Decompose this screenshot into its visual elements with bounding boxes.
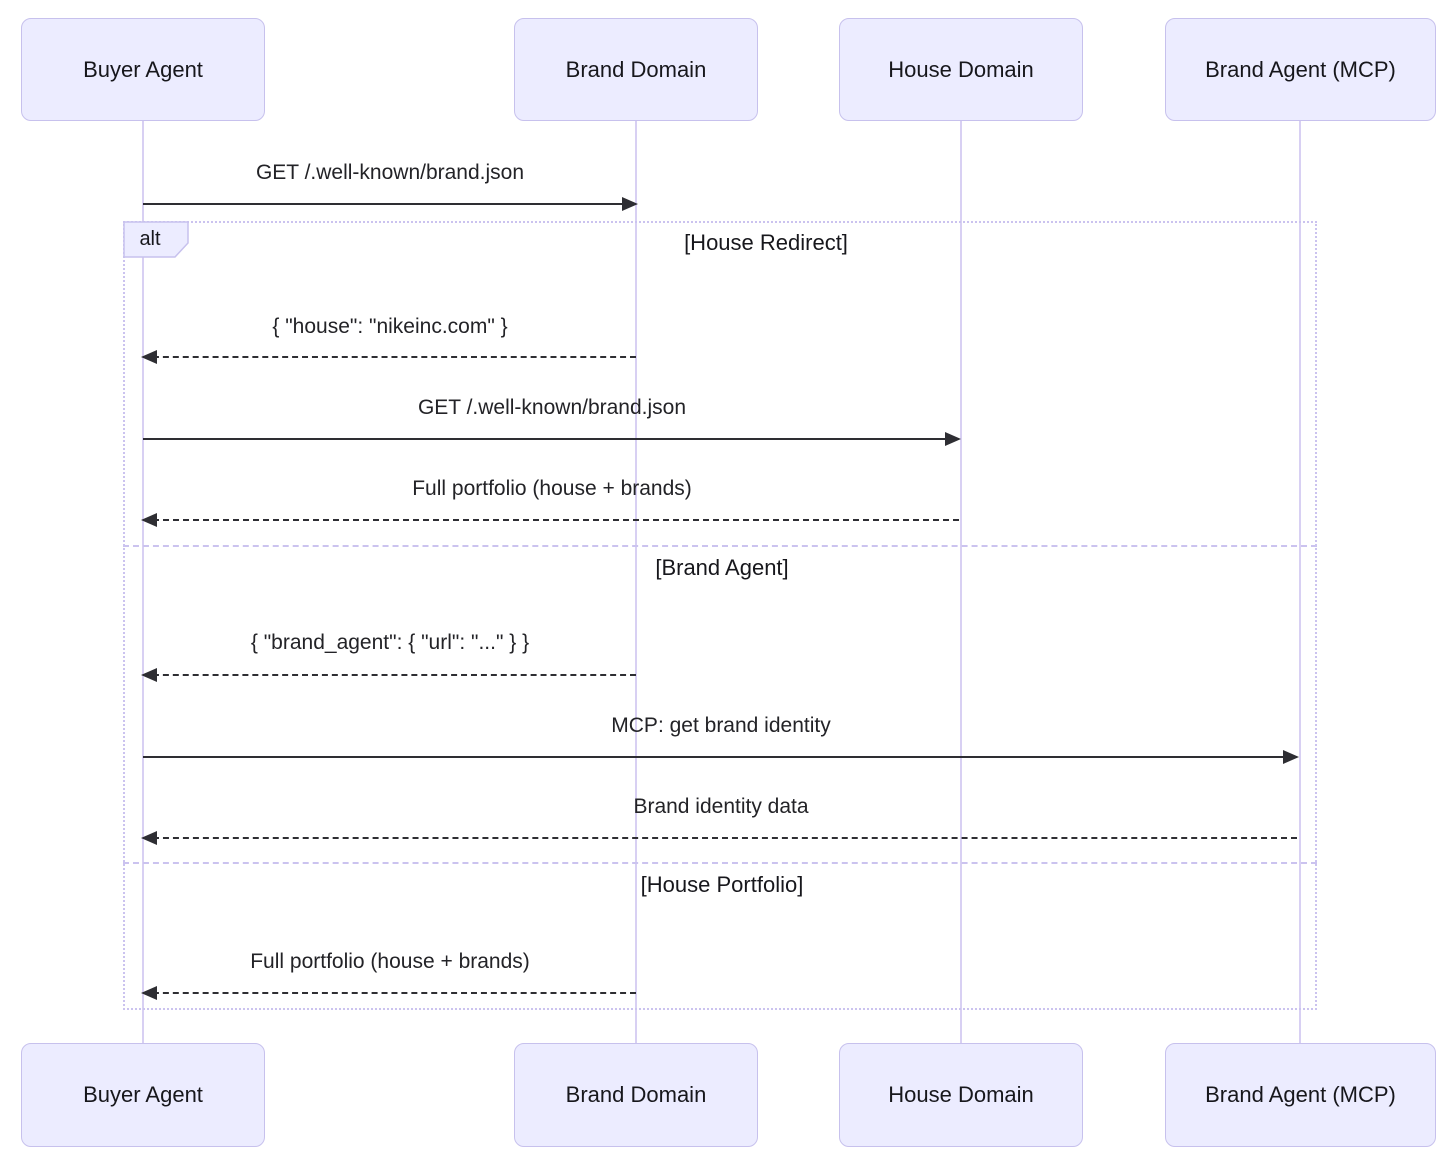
participant-buyer-agent-top: Buyer Agent: [21, 18, 265, 121]
participant-house-domain-top: House Domain: [839, 18, 1083, 121]
lifeline-brand-agent-mcp: [1299, 121, 1301, 1043]
alt-branch-divider: [123, 862, 1317, 864]
lifeline-buyer-agent: [142, 121, 144, 1043]
branch-label-house-portfolio: [House Portfolio]: [640, 872, 804, 897]
message-text: Full portfolio (house + brands): [250, 950, 530, 973]
message-arrow-dashed: [141, 831, 1297, 845]
message-text: GET /.well-known/brand.json: [417, 396, 687, 419]
participant-brand-agent-mcp-top: Brand Agent (MCP): [1165, 18, 1436, 121]
participant-label: Brand Domain: [565, 56, 707, 82]
message-text: { "house": "nikeinc.com" }: [272, 315, 508, 338]
participant-label: Buyer Agent: [83, 1082, 203, 1107]
participant-label: Brand Agent (MCP): [1205, 56, 1396, 82]
message-text: Full portfolio (house + brands): [412, 477, 692, 500]
participant-brand-agent-mcp-bottom: Brand Agent (MCP): [1165, 1043, 1436, 1147]
alt-operator-label: alt: [139, 228, 161, 250]
participant-buyer-agent-bottom: Buyer Agent: [21, 1043, 265, 1147]
participant-house-domain-bottom: House Domain: [839, 1043, 1083, 1147]
participant-label: Brand Domain: [565, 1082, 707, 1107]
lifeline-brand-domain: [635, 121, 637, 1043]
message-arrow-dashed: [141, 350, 636, 364]
message-arrow-solid: [143, 432, 961, 446]
message-text: { "brand_agent": { "url": "..." } }: [250, 631, 530, 654]
alt-branch-divider: [123, 545, 1317, 547]
participant-label: Buyer Agent: [83, 56, 203, 82]
message-arrow-dashed: [141, 513, 959, 527]
message-arrow-solid: [143, 750, 1299, 764]
message-text: MCP: get brand identity: [611, 714, 831, 737]
alt-frame: [123, 221, 1317, 1010]
message-arrow-dashed: [141, 986, 636, 1000]
branch-label-brand-agent: [Brand Agent]: [655, 555, 789, 580]
message-text: Brand identity data: [633, 795, 809, 818]
message-arrow-dashed: [141, 668, 636, 682]
alt-operator-tab: [123, 221, 189, 258]
participant-label: House Domain: [888, 1082, 1034, 1107]
participant-label: House Domain: [888, 56, 1034, 82]
branch-label-house-redirect: [House Redirect]: [684, 230, 848, 255]
participant-brand-domain-top: Brand Domain: [514, 18, 758, 121]
participant-label: Brand Agent (MCP): [1205, 1082, 1396, 1107]
lifeline-house-domain: [960, 121, 962, 1043]
message-text: GET /.well-known/brand.json: [255, 161, 525, 184]
participant-brand-domain-bottom: Brand Domain: [514, 1043, 758, 1147]
message-arrow-solid: [143, 197, 638, 211]
